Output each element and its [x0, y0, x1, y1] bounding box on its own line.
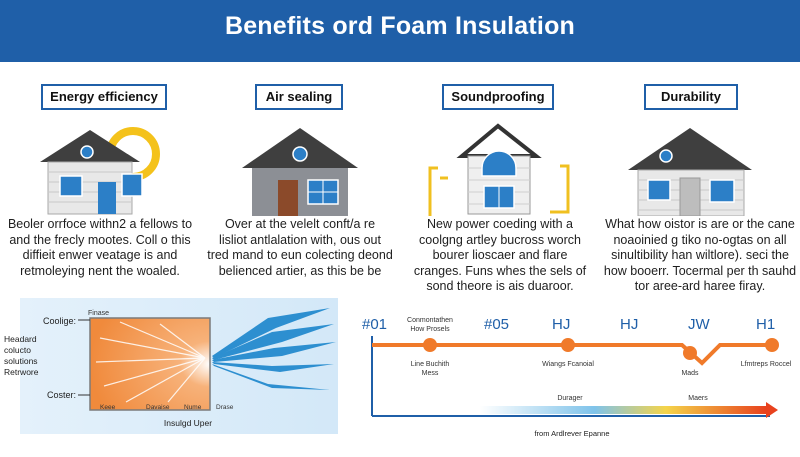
foam-burst-lines [95, 321, 206, 403]
window [121, 173, 143, 197]
timeline-code: HJ [552, 316, 570, 333]
panel-label: Air sealing [255, 84, 343, 110]
bottom-label: Wiangs Fcanoial [542, 361, 594, 368]
timeline-code: HJ [620, 316, 638, 333]
bottom-label: Lfmtreps Roccel [741, 361, 792, 368]
top-label: Conmontathen [407, 317, 453, 324]
panel-label: Durability [644, 84, 738, 110]
round-window [80, 145, 94, 159]
house-sound-illustration [428, 123, 570, 216]
performance-timeline: #01 #05 HJ HJ JW H1 Conmontathen How Pro… [362, 316, 792, 438]
bottom-label: Davaise [146, 404, 170, 411]
left-label: colucto [4, 345, 31, 355]
timeline-code: #05 [484, 316, 509, 333]
house-wall [47, 161, 133, 215]
panel-energy-efficiency: Energy efficiency Beoler orrfoce withn2 … [0, 80, 200, 290]
bottom-label: Line Buchith [411, 361, 450, 368]
sound-wave-icon [550, 164, 570, 214]
house-roof [628, 128, 752, 170]
door [98, 182, 116, 214]
left-label-cooling: Coolige: [43, 316, 76, 326]
foam-block [89, 317, 211, 411]
panel-air-sealing: Air sealing Over at the velelt conft/a r… [200, 80, 400, 290]
timeline-code: JW [688, 316, 711, 333]
top-label: How Prosels [410, 326, 450, 333]
arched-window [481, 150, 517, 177]
sound-wave-icon [428, 166, 438, 216]
scale-label: Durager [557, 395, 583, 402]
diagram-caption: Insulgd Uper [164, 418, 212, 428]
window [59, 175, 83, 197]
timeline-marker [423, 338, 437, 352]
panel-label: Energy efficiency [41, 84, 167, 110]
timeline-marker [765, 338, 779, 352]
timeline-marker [683, 346, 697, 360]
bottom-label: Mads [681, 370, 699, 377]
timeline-line [372, 343, 776, 366]
timeline-marker [561, 338, 575, 352]
bottom-label: Nume [184, 404, 202, 411]
left-label-coster: Coster: [47, 390, 76, 400]
airflow-arrows [212, 308, 336, 390]
scale-label: Maers [688, 395, 708, 402]
title-banner: Benefits ord Foam Insulation [0, 0, 800, 62]
arrow-head-icon [766, 402, 778, 418]
heat-gradient-bar [480, 406, 766, 414]
timeline-caption: from Ardlrever Epanne [534, 429, 609, 438]
window [709, 179, 735, 203]
door [278, 180, 298, 216]
panel-label: Soundproofing [442, 84, 554, 110]
page-title: Benefits ord Foam Insulation [224, 12, 576, 40]
timeline-code: #01 [362, 316, 387, 333]
bottom-label: Keee [100, 404, 116, 411]
timeline-code: H1 [756, 316, 775, 333]
house-illustration [628, 128, 752, 216]
door [679, 177, 701, 216]
round-window [292, 146, 308, 162]
bottom-label: Mess [422, 370, 439, 377]
left-label: Headard [4, 334, 37, 344]
house-illustration [242, 128, 358, 216]
left-label: Retrwore [4, 367, 39, 377]
window [647, 179, 671, 201]
round-window [659, 149, 673, 163]
insulation-cross-section-diagram: Finase Coolige: Headard colucto solution… [4, 298, 338, 434]
house-sun-illustration [40, 127, 160, 215]
panel-durability: Durability What how oistor is are or the… [600, 80, 800, 293]
bottom-label: Drase [216, 404, 234, 411]
top-label: Finase [88, 310, 109, 317]
left-label: solutions [4, 356, 38, 366]
